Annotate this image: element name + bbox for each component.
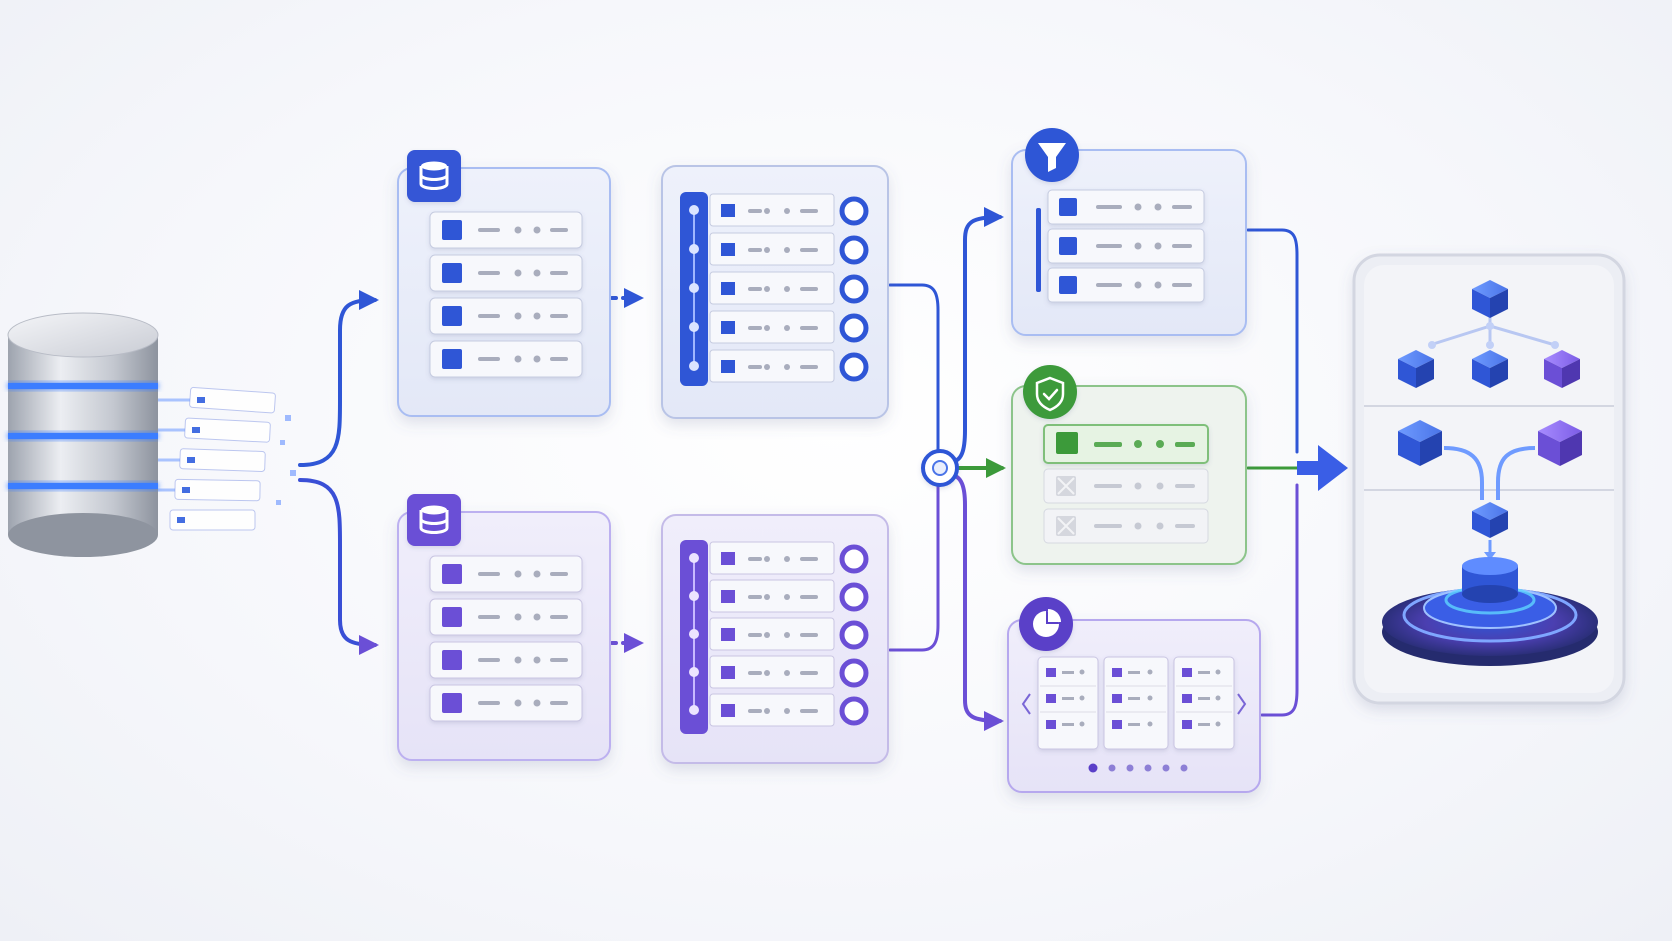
validated-row[interactable] [1043,424,1209,464]
carousel-card[interactable] [1103,656,1169,750]
pending-row[interactable] [1043,468,1209,504]
data-stream [158,386,296,531]
list-item[interactable] [429,340,583,378]
list-item[interactable] [1047,228,1205,264]
list-item[interactable] [429,297,583,335]
cube-icon [1472,280,1508,318]
purple-stage2-panel[interactable] [661,514,889,764]
source-database [7,312,296,557]
cube-icon [1472,350,1508,388]
list-item[interactable] [1047,189,1205,225]
funnel-icon [1025,128,1079,182]
list-item[interactable] [429,211,583,249]
cube-icon [1538,420,1582,466]
cube-icon [1398,350,1434,388]
carousel-prev-icon[interactable] [1021,693,1031,715]
list-item[interactable] [429,641,583,679]
connector-merge-to-analytics [948,473,1004,731]
connector-blue-stage2-to-merge [888,283,940,457]
carousel-card[interactable] [1037,656,1099,750]
blue-stage2-panel[interactable] [661,165,889,419]
blue-stage1-panel[interactable] [397,150,611,417]
database-icon [407,150,461,202]
destination-panel[interactable] [1352,253,1626,705]
list-item[interactable] [429,555,583,593]
timeline-row[interactable] [689,541,869,575]
carousel-next-icon[interactable] [1237,693,1247,715]
cube-icon [1472,502,1508,538]
database-cylinder-icon [7,312,159,557]
timeline-row[interactable] [689,693,869,727]
validation-panel[interactable] [1011,365,1247,565]
shield-check-icon [1023,365,1077,419]
pending-row[interactable] [1043,508,1209,544]
stack-platform-icon [1382,557,1598,666]
connector-purple-stage2-to-merge [888,478,940,652]
analytics-panel[interactable] [1007,597,1261,793]
cube-icon [1398,420,1442,466]
database-icon [407,494,461,546]
timeline-row[interactable] [689,655,869,689]
pie-chart-icon [1019,597,1073,651]
timeline-row[interactable] [689,310,869,344]
timeline-row[interactable] [689,193,869,227]
list-item[interactable] [429,598,583,636]
timeline-row[interactable] [689,232,869,266]
cube-icon [1544,350,1580,388]
destination-arrow [1297,445,1348,491]
timeline-row[interactable] [689,349,869,383]
list-item[interactable] [429,684,583,722]
connector-filter-to-destination [1246,228,1299,454]
list-item[interactable] [429,254,583,292]
purple-stage1-panel[interactable] [397,494,611,761]
carousel-card[interactable] [1173,656,1235,750]
connectors [298,207,1299,731]
filter-panel[interactable] [1011,128,1247,336]
timeline-row[interactable] [689,271,869,305]
connector-source-to-purple [298,478,379,655]
merge-cubes [1398,420,1582,560]
connector-source-to-blue [298,290,379,467]
pagination-dots[interactable] [1088,763,1188,773]
timeline-row[interactable] [689,579,869,613]
timeline-row[interactable] [689,617,869,651]
list-item[interactable] [1047,267,1205,303]
merge-node-icon[interactable] [921,449,959,487]
tree-icon [1428,312,1559,349]
connector-merge-to-filter [948,207,1004,464]
connector-analytics-to-destination [1260,483,1299,717]
